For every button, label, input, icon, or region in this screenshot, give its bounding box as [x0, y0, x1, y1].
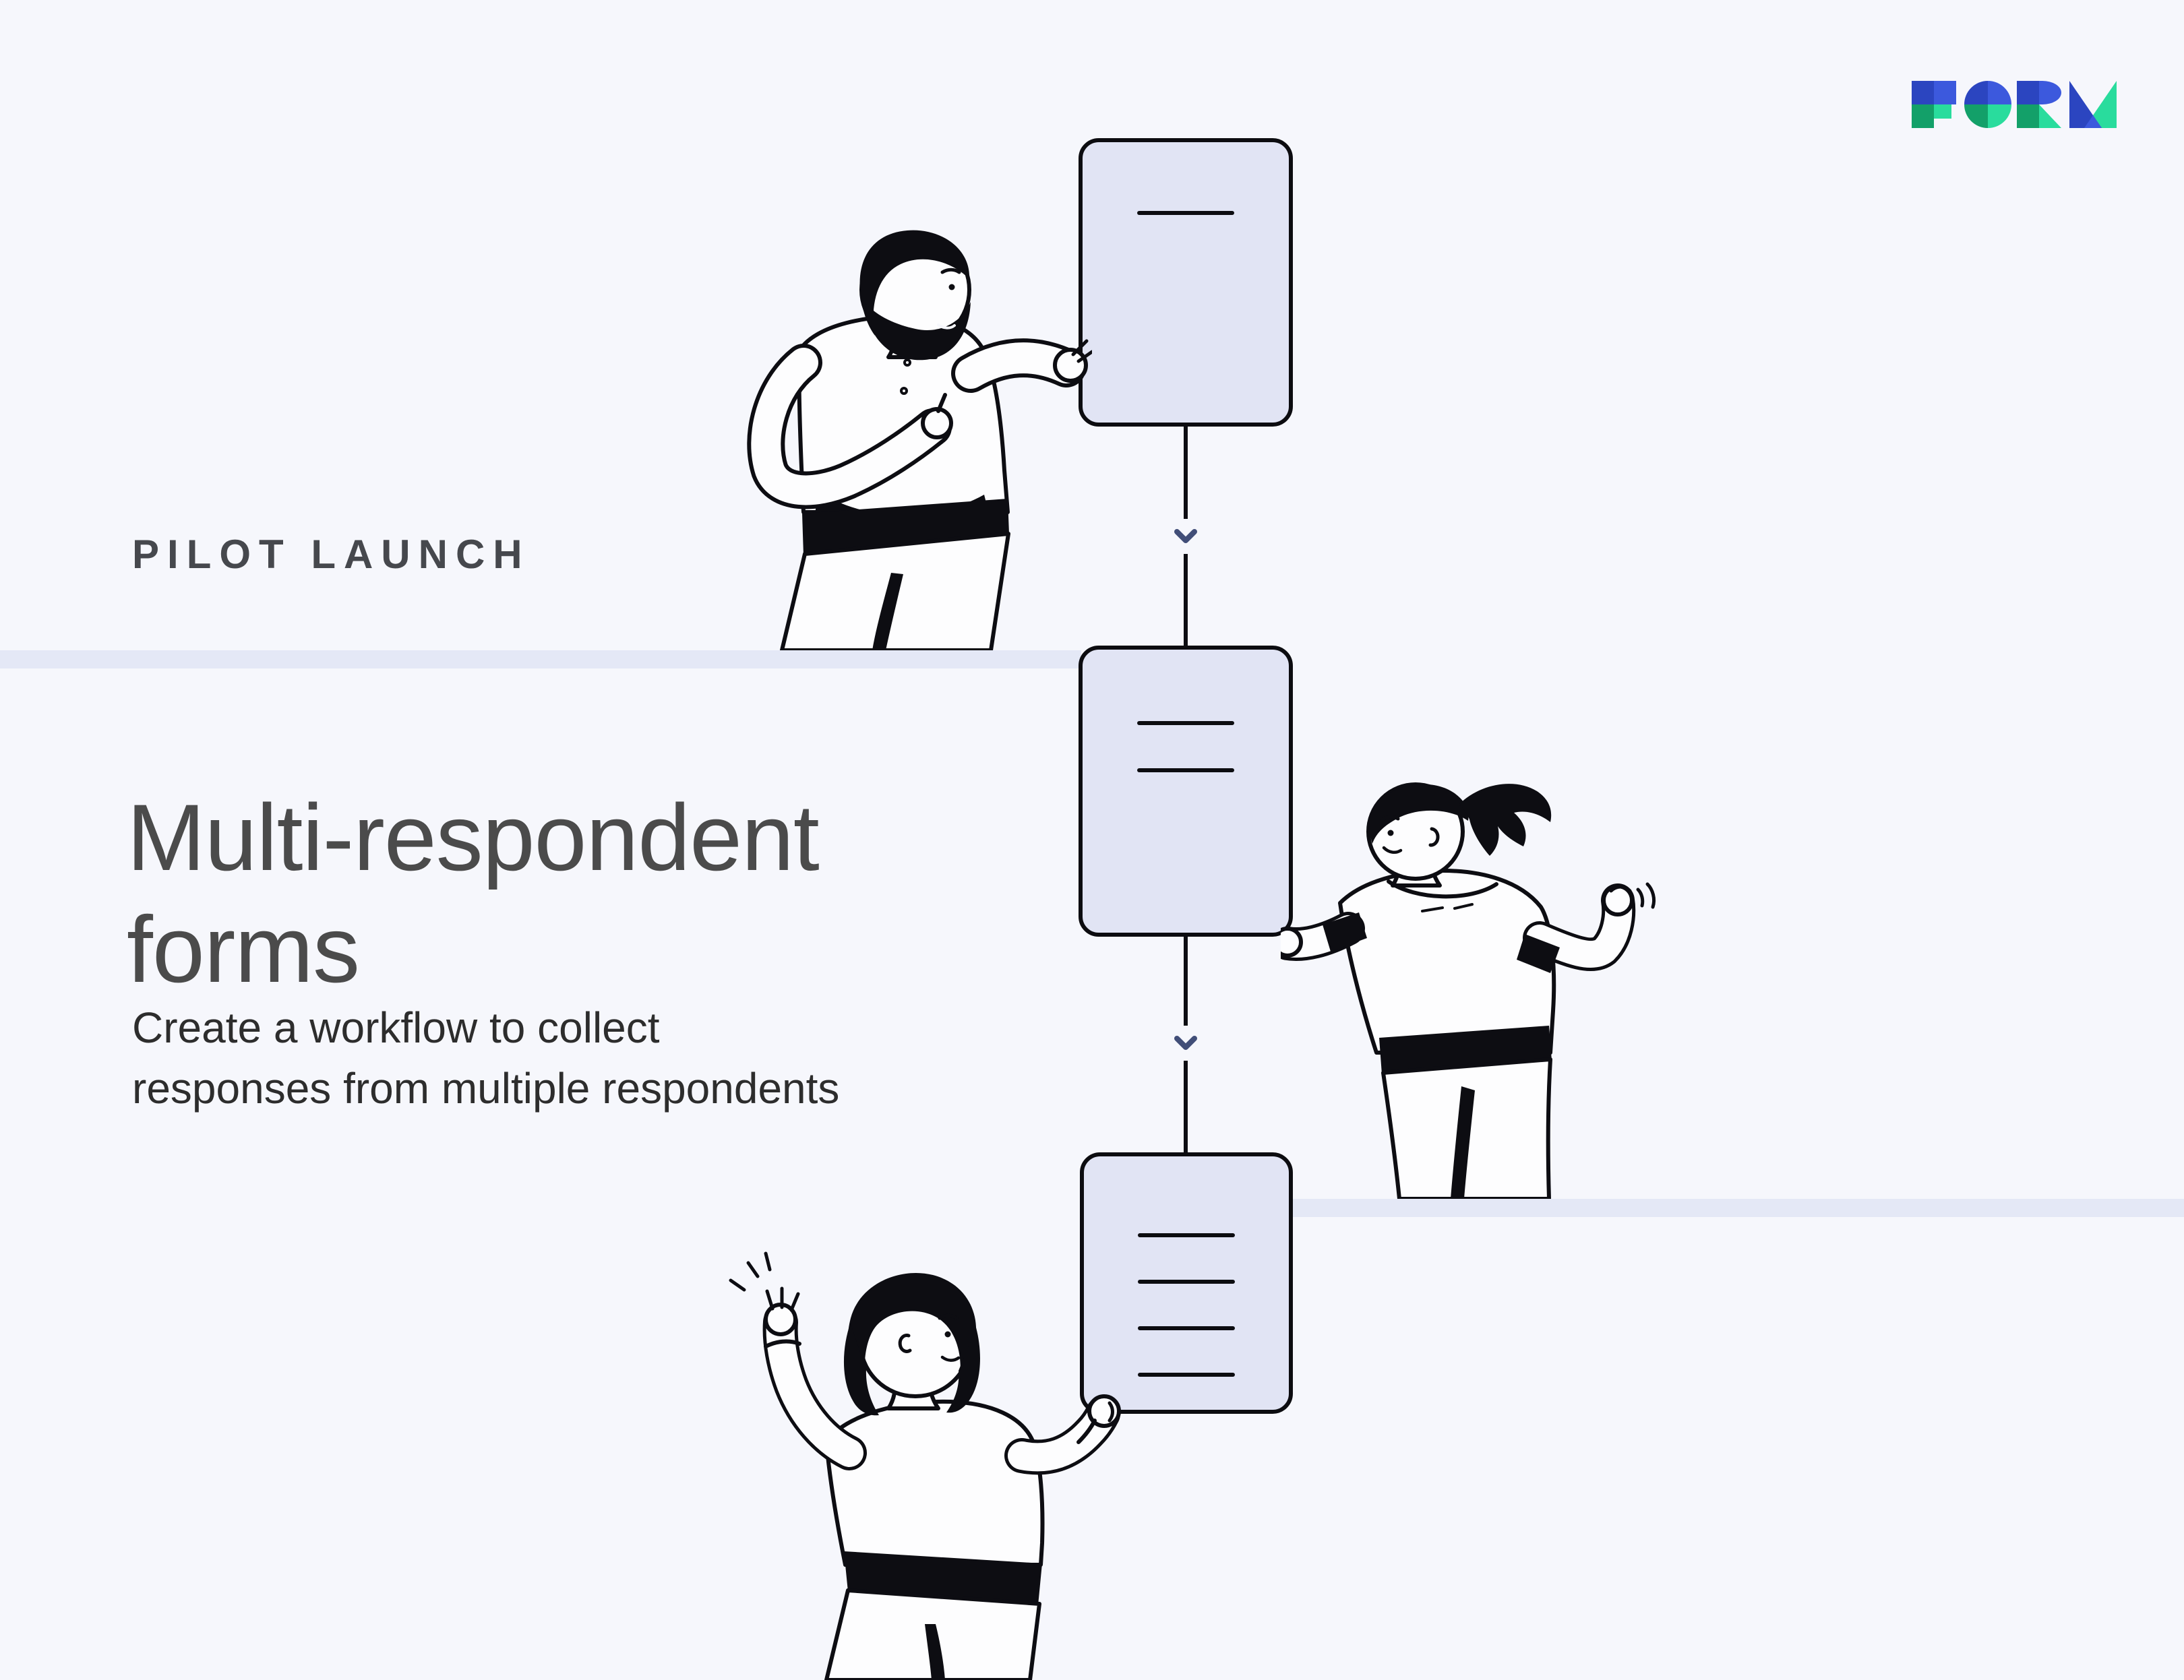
form-field-line — [1138, 1373, 1235, 1377]
illustration-man-with-beard — [701, 222, 1092, 650]
motion-lines — [729, 1251, 772, 1292]
bob-hair-right-flip — [946, 1328, 980, 1413]
form-field-line — [1137, 721, 1234, 725]
man-hair — [859, 230, 970, 336]
man-left-hand — [921, 407, 953, 439]
ponytail-woman-right-arm — [1526, 887, 1633, 968]
man-pointing-hand — [1053, 348, 1088, 383]
form-field-line — [1138, 1326, 1235, 1330]
form-logo: FORM — [1912, 81, 2117, 128]
form-field-lines — [1137, 721, 1234, 772]
ponytail-woman-hand-on-card — [1281, 927, 1303, 958]
form-card-2 — [1079, 646, 1293, 937]
subtitle-line-2: responses from multiple respondents — [132, 1064, 840, 1113]
sleeve-band — [1517, 934, 1560, 973]
form-field-line — [1138, 1233, 1235, 1237]
subtitle: Create a workflow to collect responses f… — [132, 997, 839, 1119]
eyebrow-label: PILOT LAUNCH — [132, 532, 530, 577]
bob-woman-eye — [944, 1331, 951, 1338]
connector-line-segment — [1184, 1061, 1188, 1152]
logo-letter-f — [1912, 81, 1956, 128]
logo-letter-o — [1964, 81, 2011, 128]
form-logo-icon — [1912, 81, 2117, 128]
form-field-lines — [1138, 1233, 1235, 1377]
ponytail — [1459, 784, 1552, 856]
man-left-arm — [751, 348, 948, 505]
illustration-woman-with-ponytail — [1281, 768, 1658, 1199]
bob-hair-left-flip — [843, 1322, 879, 1416]
form-field-line — [1137, 768, 1234, 772]
bob-woman-torso — [824, 1399, 1045, 1567]
man-beard — [866, 302, 971, 361]
man-eye — [948, 284, 955, 290]
bob-woman-hair — [847, 1272, 977, 1388]
sleeve-band — [1323, 912, 1367, 952]
page-title-line-2: forms — [127, 896, 360, 1002]
man-belt — [802, 499, 1009, 555]
form-field-lines — [1137, 211, 1234, 215]
background-stripe-left — [0, 650, 1081, 668]
logo-letter-m — [2069, 81, 2117, 128]
man-right-arm — [955, 342, 1082, 389]
page-title: Multi-respondent forms — [127, 782, 820, 1005]
chevron-down-icon — [1168, 519, 1203, 554]
page-title-line-1: Multi-respondent — [127, 784, 820, 890]
form-card-3 — [1080, 1152, 1293, 1414]
illustration-woman-with-bob — [701, 1247, 1159, 1680]
connector-line-segment — [1184, 554, 1188, 646]
connector-line-segment — [1184, 427, 1188, 519]
form-field-line — [1137, 211, 1234, 215]
ponytail-woman-hair — [1369, 784, 1469, 844]
form-field-line — [1138, 1280, 1235, 1284]
form-card-1 — [1079, 138, 1293, 427]
subtitle-line-1: Create a workflow to collect — [132, 1003, 660, 1052]
chevron-down-icon — [1168, 1026, 1203, 1061]
logo-letter-r — [2017, 81, 2061, 128]
connector-line-segment — [1184, 937, 1188, 1026]
background-stripe-right — [1290, 1199, 2184, 1217]
ponytail-woman-eye — [1387, 830, 1394, 836]
